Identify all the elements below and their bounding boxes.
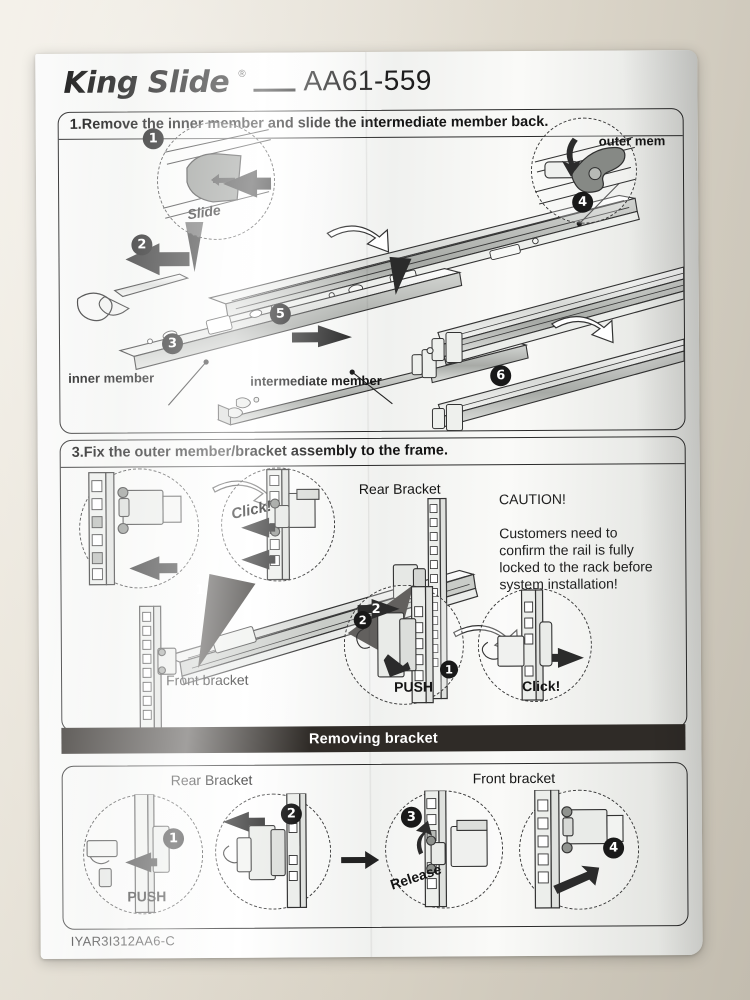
- magnifier-detail-click-front: [220, 467, 336, 582]
- caution-heading: CAUTION!: [498, 490, 566, 508]
- magnifier-remove-1: [82, 794, 204, 915]
- callout-remove-2: 2: [280, 803, 302, 825]
- label-click-rear: Click!: [522, 677, 561, 695]
- magnifier-detail-click-rear: [477, 587, 593, 703]
- callout-step3-1: 1: [195, 583, 205, 599]
- brand-name: King Slide: [63, 64, 230, 101]
- panel-step-1-title: 1.Remove the inner member and slide the …: [69, 113, 549, 133]
- label-front-bracket-removing: Front bracket: [472, 769, 556, 787]
- callout-push-1: 1: [439, 660, 459, 679]
- callout-remove-3: 3: [400, 806, 422, 828]
- model-number: AA61-559: [303, 64, 433, 97]
- callout-6: 6: [490, 365, 512, 387]
- label-front-bracket: Front bracket: [166, 671, 249, 689]
- instruction-sheet: King Slide ® AA61-559 1.Remove the inner…: [35, 49, 703, 960]
- label-release: Release: [388, 860, 444, 893]
- callout-remove-1: 1: [162, 828, 185, 850]
- panel-step-1-artwork: Slide 1 4 2 3 5 6: [59, 109, 685, 433]
- label-inner-member: inner member: [68, 370, 155, 386]
- panel-step-3: 3.Fix the outer member/bracket assembly …: [59, 436, 688, 732]
- panel-step-1: 1.Remove the inner member and slide the …: [57, 108, 686, 434]
- removing-bracket-banner: Removing bracket: [61, 724, 686, 754]
- panel-step-3-title-bar: 3.Fix the outer member/bracket assembly …: [60, 437, 685, 468]
- magnifier-detail-push: [343, 584, 465, 706]
- panel-step-1-title-bar: 1.Remove the inner member and slide the …: [58, 109, 683, 140]
- label-intermediate-member: intermediate member: [250, 372, 382, 389]
- label-slide: Slide: [186, 201, 222, 223]
- title-dash: [253, 88, 296, 92]
- magnifier-remove-3: [384, 790, 504, 909]
- label-push-removing: PUSH: [127, 888, 167, 905]
- callout-3: 3: [161, 333, 184, 355]
- magnifier-remove-2: [214, 793, 332, 910]
- sheet-header: King Slide ® AA61-559: [63, 62, 663, 112]
- panel-removing-bracket: Rear Bracket Front bracket: [61, 762, 689, 930]
- magnifier-detail-front-insert: [78, 468, 200, 589]
- callout-remove-4: 4: [603, 837, 625, 859]
- registered-mark: ®: [238, 68, 246, 80]
- callout-2: 2: [131, 234, 153, 256]
- removing-bracket-banner-label: Removing bracket: [308, 730, 438, 748]
- label-rear-bracket: Rear Bracket: [358, 480, 441, 498]
- caution-body: Customers need to confirm the rail is fu…: [499, 524, 653, 593]
- panel-step-3-artwork: Click!: [61, 437, 687, 731]
- caution-block: CAUTION! Customers need to confirm the r…: [499, 473, 653, 610]
- footer-code: IYAR3I312AA6-C: [70, 933, 176, 949]
- callout-4: 4: [572, 191, 594, 213]
- callout-5: 5: [269, 303, 291, 325]
- panel-removing-artwork: Rear Bracket Front bracket: [63, 763, 688, 929]
- label-push-front: PUSH: [394, 678, 434, 695]
- label-click-front: Click!: [229, 497, 274, 523]
- magnifier-detail-1: [156, 121, 276, 241]
- label-rear-bracket-removing: Rear Bracket: [170, 771, 253, 789]
- magnifier-remove-4: [518, 789, 640, 911]
- panel-step-3-title: 3.Fix the outer member/bracket assembly …: [71, 442, 449, 461]
